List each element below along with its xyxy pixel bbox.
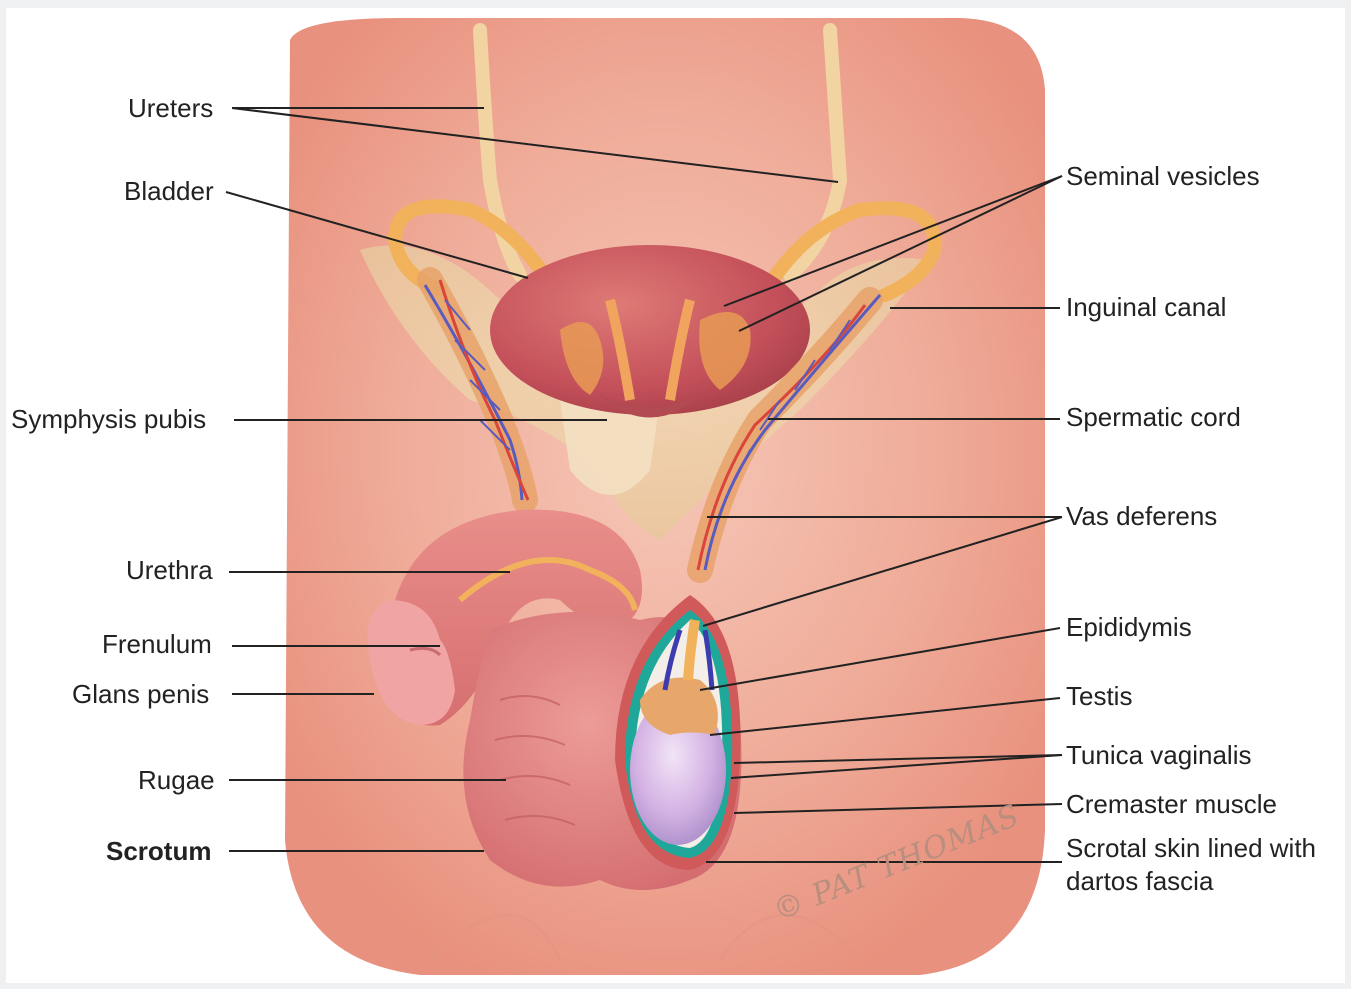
label-testis: Testis [1066, 681, 1132, 711]
label-symphysis-pubis: Symphysis pubis [11, 404, 206, 434]
label-bladder: Bladder [124, 176, 214, 206]
label-scrotal-skin: Scrotal skin lined with dartos fascia [1066, 832, 1351, 898]
label-scrotum: Scrotum [106, 836, 211, 866]
label-vas-deferens: Vas deferens [1066, 501, 1217, 531]
label-ureters: Ureters [128, 93, 213, 123]
label-seminal-vesicles: Seminal vesicles [1066, 161, 1260, 191]
label-glans-penis: Glans penis [72, 679, 209, 709]
label-epididymis: Epididymis [1066, 612, 1192, 642]
label-rugae: Rugae [138, 765, 215, 795]
label-urethra: Urethra [126, 555, 213, 585]
label-spermatic-cord: Spermatic cord [1066, 402, 1241, 432]
label-cremaster-muscle: Cremaster muscle [1066, 789, 1277, 819]
bladder-shape [490, 245, 810, 415]
label-frenulum: Frenulum [102, 629, 212, 659]
label-inguinal-canal: Inguinal canal [1066, 292, 1226, 322]
label-tunica-vaginalis: Tunica vaginalis [1066, 740, 1251, 770]
